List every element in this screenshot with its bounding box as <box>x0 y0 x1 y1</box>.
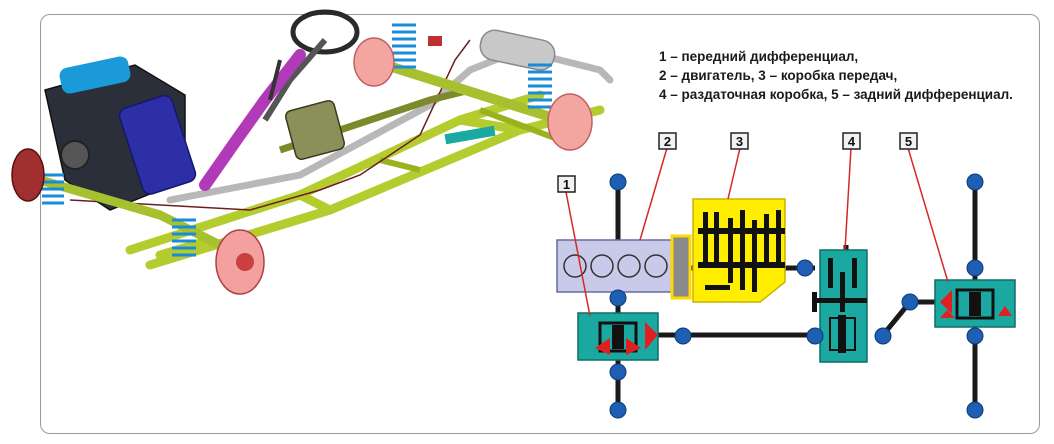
front-hub <box>236 253 254 271</box>
legend-line-2: 2 – двигатель, 3 – коробка передач, <box>659 68 898 83</box>
joint-rear-bottom <box>966 401 984 419</box>
clutch <box>670 234 692 300</box>
rear-brake-right <box>547 93 593 151</box>
steering-wheel <box>290 9 360 55</box>
gearbox-gears <box>698 210 785 292</box>
rear-brake-left <box>353 37 395 87</box>
brake-line <box>69 39 471 211</box>
front-brake-left <box>11 148 45 202</box>
joint-gearbox-out <box>796 259 814 277</box>
leader-4 <box>844 147 852 251</box>
leader-3 <box>727 147 741 200</box>
gearbox-3d <box>118 94 197 195</box>
leader-lines <box>565 147 949 317</box>
legend-line-1: 1 – передний дифференциал, <box>659 49 859 64</box>
cylinder-3 <box>617 254 641 278</box>
joint-front-bottom <box>609 401 627 419</box>
joints <box>609 173 984 419</box>
engine-cylinders <box>563 254 668 278</box>
joint-transfer-front <box>806 327 824 345</box>
joint-rear-lower <box>966 327 984 345</box>
legend-line-3: 4 – раздаточная коробка, 5 – задний дифф… <box>659 87 1013 102</box>
diagram-frame <box>40 14 1040 434</box>
joint-rear-prop <box>901 293 919 311</box>
front-spring-right <box>172 218 196 257</box>
front-spring-left <box>42 173 64 205</box>
muffler <box>479 29 556 71</box>
label-4: 4 <box>848 134 856 149</box>
label-1: 1 <box>563 177 570 192</box>
cylinder-1 <box>563 254 587 278</box>
front-diff-internals <box>595 321 658 355</box>
transfer-case-3d <box>284 99 346 161</box>
label-2: 2 <box>664 134 671 149</box>
leader-5 <box>907 147 949 283</box>
cylinder-2 <box>590 254 614 278</box>
label-5-group: 5 <box>899 132 918 150</box>
joint-front-lower <box>609 363 627 381</box>
brake-valve <box>428 36 442 46</box>
exhaust-pipe <box>166 46 614 204</box>
front-axle <box>38 175 243 260</box>
joint-front-upper <box>609 289 627 307</box>
steering-linkage <box>199 49 306 191</box>
rear-spring-left <box>392 23 416 69</box>
label-1-group: 1 <box>557 175 576 193</box>
steering-column <box>262 38 328 122</box>
cylinder-4 <box>644 254 668 278</box>
label-4-group: 4 <box>842 132 861 150</box>
joint-front-top <box>609 173 627 191</box>
rear-diff-internals <box>940 288 1012 320</box>
intake-manifold <box>59 56 131 94</box>
label-2-group: 2 <box>658 132 677 150</box>
label-5: 5 <box>905 134 912 149</box>
engine-block <box>556 239 673 293</box>
legend: 1 – передний дифференциал, 2 – двигатель… <box>659 47 1013 104</box>
rear-axle <box>368 55 562 125</box>
label-3-group: 3 <box>730 132 749 150</box>
joint-rear-top <box>966 173 984 191</box>
joint-front-prop <box>674 327 692 345</box>
transfer-case-gears <box>812 258 867 353</box>
rear-bracket <box>444 125 496 145</box>
gear-lever <box>268 59 282 101</box>
label-3: 3 <box>736 134 743 149</box>
frame-crossmembers <box>379 107 562 173</box>
joint-rear-upper <box>966 259 984 277</box>
rear-spring-right <box>528 63 552 109</box>
leader-1 <box>565 191 591 317</box>
pulley <box>60 140 90 170</box>
leader-2 <box>639 147 668 241</box>
joint-transfer-rear <box>874 327 892 345</box>
